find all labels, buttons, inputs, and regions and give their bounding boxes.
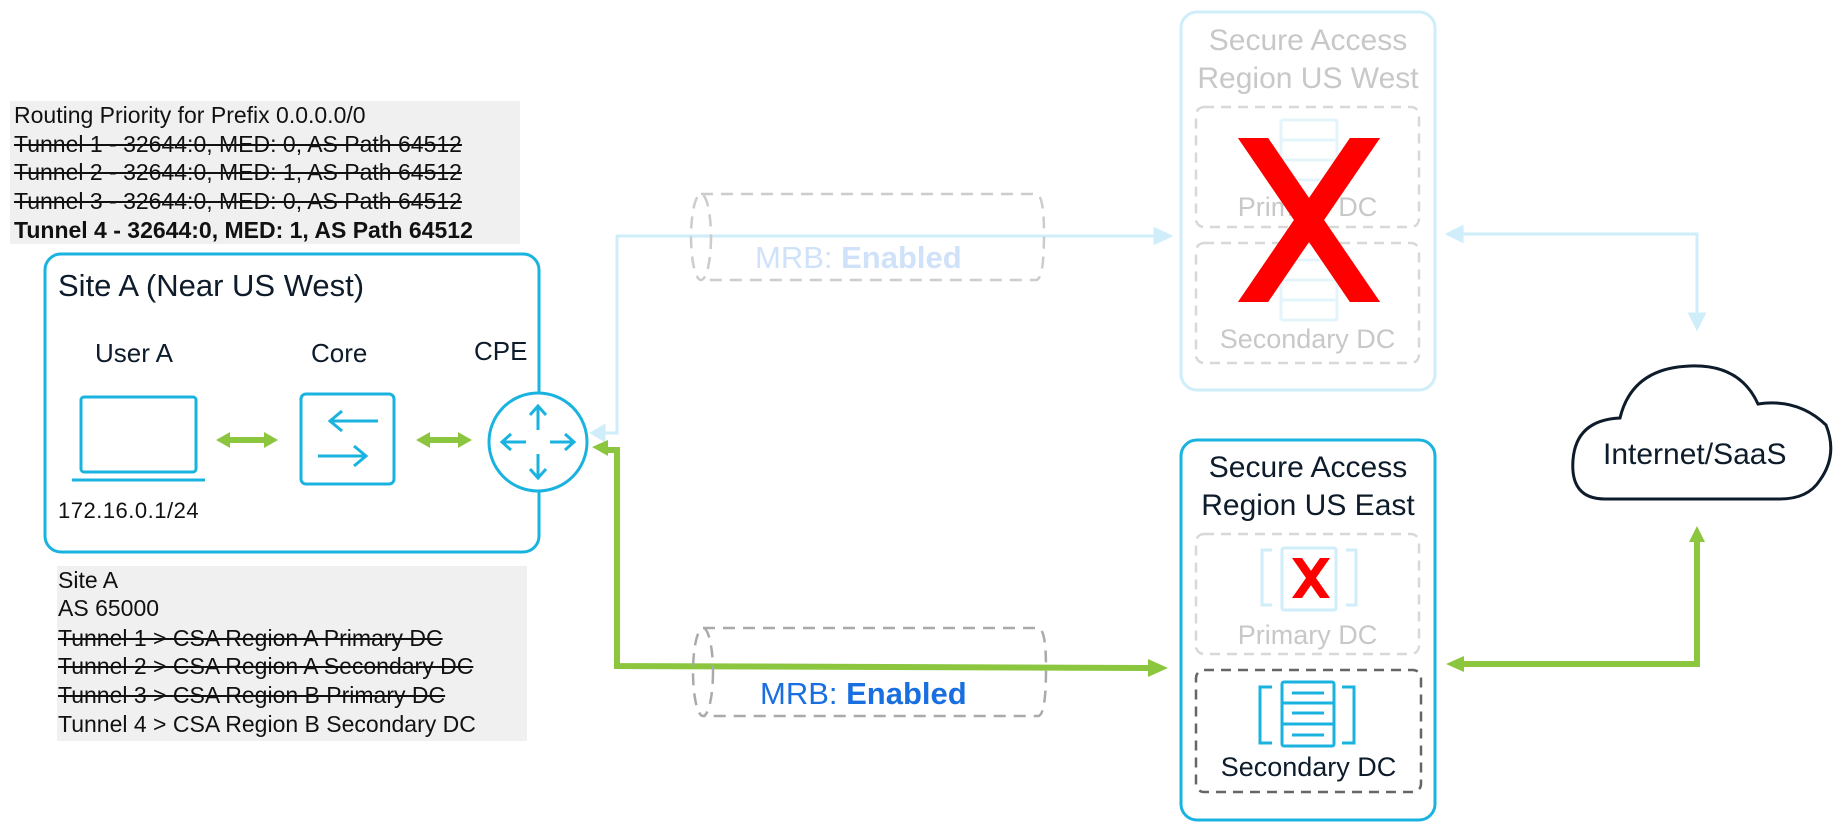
mrb-label-east: MRB: Enabled [760,676,967,712]
routing-priority-box [10,101,520,244]
region-east-box [1179,438,1437,822]
region-west-title-line1: Secure Access [1208,24,1408,57]
tunnel-info-box [57,566,527,741]
x-mark-icon [1292,558,1330,598]
mrb-label-west: MRB: Enabled [755,240,962,276]
region-west-title-line2: Region US West [1197,62,1419,95]
east-primary-box [1194,532,1421,656]
routing-line-3: Tunnel 3 - 32644:0, MED: 0, AS Path 6451… [14,188,462,214]
laptop-icon [72,395,205,482]
server-icon [1258,680,1356,748]
tunnel-info-as: AS 65000 [58,595,160,621]
user-label: User A [95,338,174,368]
routing-line-4: Tunnel 4 - 32644:0, MED: 1, AS Path 6451… [14,217,473,243]
tunnel-info-line-2: Tunnel 2 > CSA Region A Secondary DC [58,653,474,679]
mrb-prefix: MRB: [760,676,847,711]
server-icon [1260,546,1358,612]
router-icon [487,391,589,493]
east-cloud-link [1446,526,1705,672]
user-core-link [216,432,278,448]
west-primary-box [1194,105,1421,229]
tunnel-info-line-1: Tunnel 1 > CSA Region A Primary DC [58,625,443,651]
server-icon [1279,118,1339,322]
tunnel-cylinder-east [691,626,1048,718]
tunnel-path-west [589,226,1174,443]
cpe-label: CPE [474,336,528,366]
east-secondary-label: Secondary DC [1220,752,1397,782]
routing-line-1: Tunnel 1 - 32644:0, MED: 0, AS Path 6451… [14,131,462,157]
cloud-label: Internet/SaaS [1603,438,1787,471]
x-mark-icon [1238,138,1380,302]
region-east-title: Secure Access Region US East [1181,449,1435,525]
routing-line-2: Tunnel 2 - 32644:0, MED: 1, AS Path 6451… [14,159,462,185]
region-west-title: Secure Access Region US West [1181,22,1435,98]
east-secondary-box [1194,668,1423,794]
mrb-value: Enabled [846,676,967,711]
region-east-title-line1: Secure Access [1208,451,1408,484]
west-cloud-link [1444,224,1707,332]
region-west-box [1179,10,1437,392]
tunnel-info-line-4: Tunnel 4 > CSA Region B Secondary DC [58,711,476,737]
tunnel-cylinder-west [689,192,1046,282]
ip-address: 172.16.0.1/24 [58,498,200,523]
switch-icon [299,392,396,486]
cloud-icon [1571,364,1833,501]
tunnel-info-line-3: Tunnel 3 > CSA Region B Primary DC [58,682,446,708]
routing-priority-title: Routing Priority for Prefix 0.0.0.0/0 [14,102,366,128]
core-cpe-link [416,432,472,448]
mrb-prefix: MRB: [755,240,842,275]
tunnel-path-east [592,440,1168,677]
core-label: Core [311,338,368,368]
mrb-value: Enabled [841,240,962,275]
region-east-title-line2: Region US East [1201,489,1415,522]
site-title: Site A (Near US West) [58,268,365,303]
west-secondary-label: Secondary DC [1219,324,1396,354]
east-primary-label: Primary DC [1237,620,1378,650]
tunnel-info-site: Site A [58,567,119,593]
